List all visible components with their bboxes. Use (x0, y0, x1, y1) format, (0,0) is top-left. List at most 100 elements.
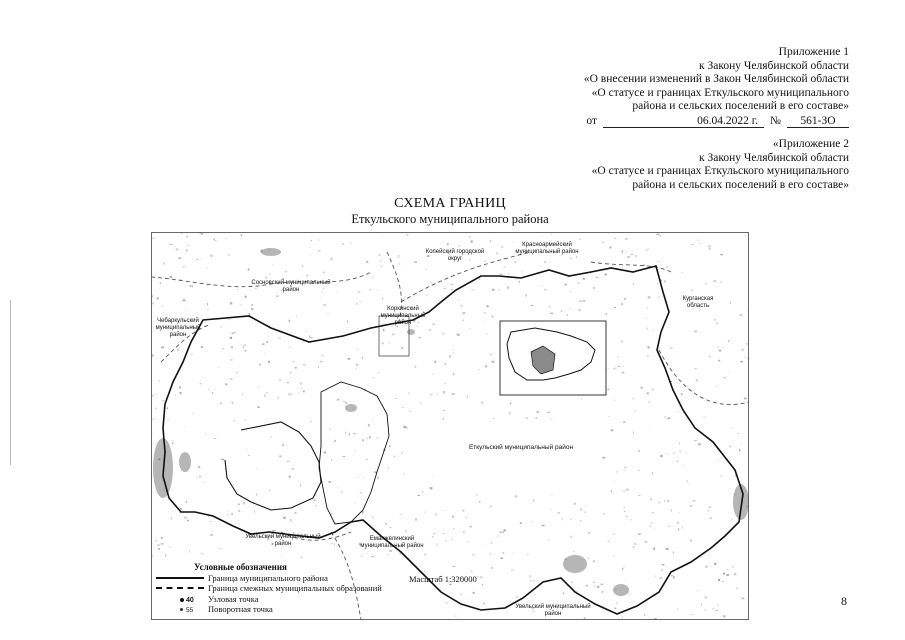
terrain-speck (321, 291, 323, 293)
terrain-speck (667, 525, 670, 527)
terrain-speck (360, 555, 363, 557)
terrain-speck (709, 506, 711, 508)
terrain-speck (458, 299, 460, 301)
terrain-speck (282, 278, 284, 281)
terrain-speck (290, 519, 292, 522)
terrain-speck (354, 449, 356, 452)
terrain-speck (654, 527, 655, 529)
terrain-speck (382, 297, 383, 300)
terrain-speck (692, 500, 696, 502)
terrain-speck (283, 516, 286, 519)
terrain-speck (576, 256, 577, 258)
terrain-speck (600, 583, 603, 585)
terrain-speck (152, 354, 154, 357)
terrain-speck (647, 346, 650, 349)
terrain-speck (234, 523, 236, 525)
terrain-speck (616, 470, 618, 473)
terrain-speck (745, 343, 749, 345)
terrain-speck (200, 346, 204, 348)
terrain-speck (264, 353, 266, 355)
terrain-speck (291, 468, 295, 470)
terrain-speck (405, 426, 408, 429)
terrain-speck (638, 449, 640, 452)
terrain-speck (417, 322, 420, 324)
western-section-line (224, 421, 322, 511)
terrain-speck (205, 321, 207, 323)
terrain-speck (166, 407, 168, 410)
terrain-speck (248, 454, 250, 456)
terrain-speck (202, 376, 205, 378)
terrain-speck (688, 483, 690, 486)
title-main: СХЕМА ГРАНИЦ (394, 196, 506, 211)
header-line: района и сельских поселений в его состав… (632, 100, 849, 112)
terrain-speck (651, 388, 654, 391)
terrain-speck (377, 289, 379, 291)
terrain-speck (492, 288, 495, 291)
terrain-speck (741, 597, 745, 600)
terrain-speck (723, 572, 725, 575)
terrain-speck (321, 354, 324, 357)
terrain-speck (601, 590, 604, 593)
terrain-speck (440, 579, 444, 581)
terrain-speck (661, 563, 665, 566)
terrain-speck (187, 519, 189, 522)
map-label-kurgan: Курганская область (682, 296, 714, 309)
terrain-speck (644, 540, 648, 543)
terrain-speck (207, 267, 208, 270)
header-line: к Закону Челябинской области (699, 59, 849, 72)
terrain-speck (394, 455, 396, 458)
terrain-speck (267, 535, 269, 538)
terrain-speck (486, 305, 489, 308)
terrain-speck (580, 520, 582, 521)
terrain-speck (557, 512, 561, 514)
terrain-speck (677, 351, 679, 353)
terrain-speck (318, 250, 321, 252)
inset-boundary (506, 327, 596, 381)
terrain-speck (408, 392, 410, 394)
terrain-speck (188, 550, 190, 553)
terrain-speck (680, 393, 683, 396)
terrain-speck (228, 319, 231, 321)
terrain-speck (248, 313, 251, 316)
terrain-speck (429, 282, 433, 284)
terrain-speck (617, 356, 619, 358)
terrain-speck (201, 233, 203, 235)
terrain-speck (417, 494, 421, 496)
terrain-speck (378, 254, 381, 256)
terrain-speck (200, 552, 202, 554)
terrain-speck (694, 330, 697, 333)
terrain-speck (274, 506, 276, 508)
terrain-speck (184, 426, 185, 428)
terrain-speck (604, 273, 607, 276)
terrain-speck (574, 605, 577, 607)
terrain-speck (445, 602, 448, 604)
terrain-speck (259, 363, 261, 366)
terrain-speck (317, 365, 319, 368)
scheme-title: СХЕМА ГРАНИЦ Еткульского муниципального … (300, 196, 600, 227)
terrain-speck (646, 249, 648, 251)
terrain-speck (213, 238, 215, 241)
terrain-speck (592, 287, 596, 290)
terrain-speck (404, 296, 406, 298)
terrain-speck (704, 596, 707, 599)
terrain-speck (362, 439, 364, 442)
terrain-speck (444, 363, 446, 365)
terrain-speck (357, 476, 359, 478)
terrain-speck (525, 294, 527, 297)
terrain-speck (366, 459, 368, 461)
left-margin-rule (10, 300, 11, 465)
terrain-speck (575, 591, 578, 593)
terrain-speck (529, 575, 531, 578)
turn-point-symbol: 55 (156, 604, 204, 614)
map-frame-border (151, 232, 749, 620)
terrain-speck (240, 234, 243, 236)
terrain-speck (664, 415, 666, 418)
terrain-speck (221, 458, 224, 461)
terrain-speck (162, 399, 164, 402)
terrain-speck (664, 280, 666, 283)
terrain-speck (383, 234, 385, 236)
terrain-speck (529, 580, 532, 582)
terrain-speck (720, 254, 723, 256)
terrain-speck (342, 243, 344, 245)
terrain-speck (658, 335, 660, 337)
